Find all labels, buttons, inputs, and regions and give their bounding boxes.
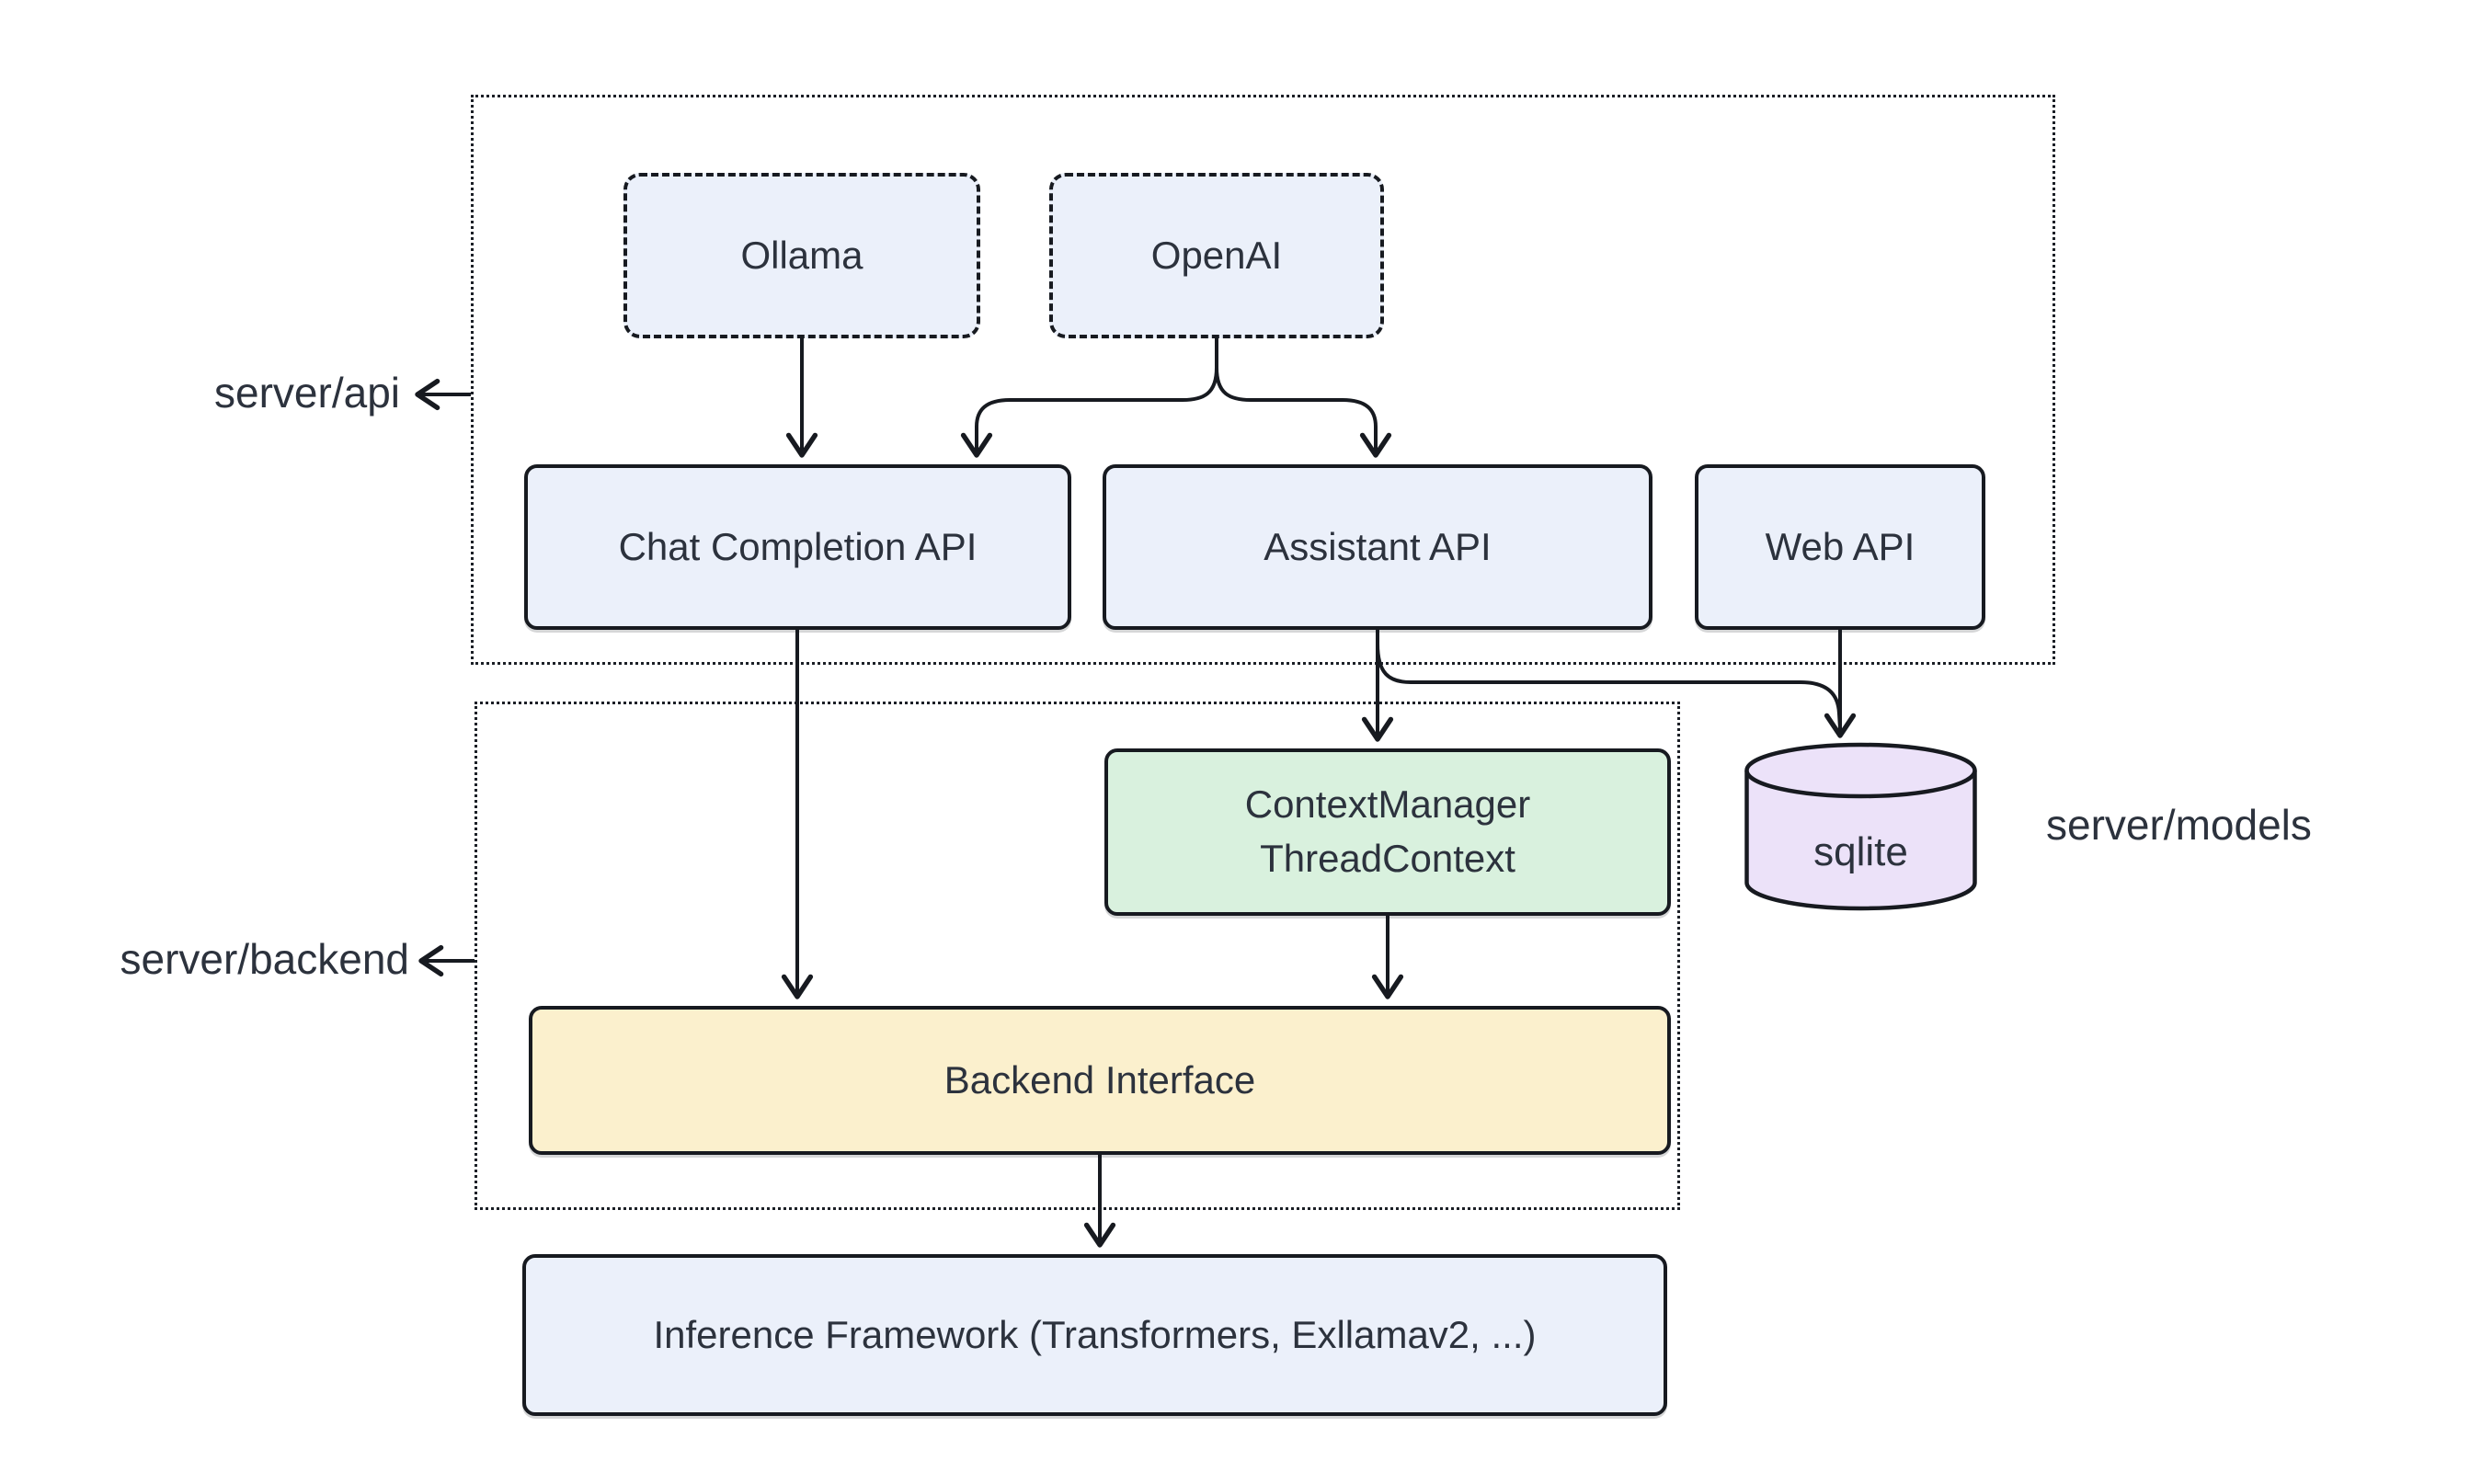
node-chat-completion-api: Chat Completion API <box>524 464 1071 630</box>
node-openai-label: OpenAI <box>1150 233 1283 277</box>
node-assistant-api-label: Assistant API <box>1264 524 1492 568</box>
sqlite-cylinder-shape <box>1744 742 1977 911</box>
node-assistant-api: Assistant API <box>1103 464 1652 630</box>
node-ollama: Ollama <box>623 173 980 338</box>
node-inference-framework: Inference Framework (Transformers, Exlla… <box>522 1254 1667 1416</box>
node-backend-interface-label: Backend Interface <box>943 1057 1256 1102</box>
label-server-models: server/models <box>2046 801 2312 849</box>
node-sqlite: sqlite <box>1743 741 1979 916</box>
node-openai: OpenAI <box>1049 173 1384 338</box>
node-sqlite-label: sqlite <box>1813 829 1908 874</box>
node-inference-framework-label: Inference Framework (Transformers, Exlla… <box>653 1312 1537 1356</box>
label-server-backend: server/backend <box>120 935 410 983</box>
container-server-api <box>471 95 2055 665</box>
node-context-manager-line1: ContextManager <box>1244 782 1531 827</box>
node-backend-interface: Backend Interface <box>529 1006 1671 1155</box>
node-context-manager-line2: ThreadContext <box>1260 837 1515 880</box>
label-server-api: server/api <box>214 369 400 417</box>
node-web-api: Web API <box>1695 464 1985 630</box>
node-chat-completion-api-label: Chat Completion API <box>618 524 978 568</box>
node-web-api-label: Web API <box>1765 524 1915 568</box>
node-ollama-label: Ollama <box>740 233 863 277</box>
container-server-backend <box>475 702 1680 1210</box>
node-context-manager: ContextManager ThreadContext <box>1104 748 1671 916</box>
